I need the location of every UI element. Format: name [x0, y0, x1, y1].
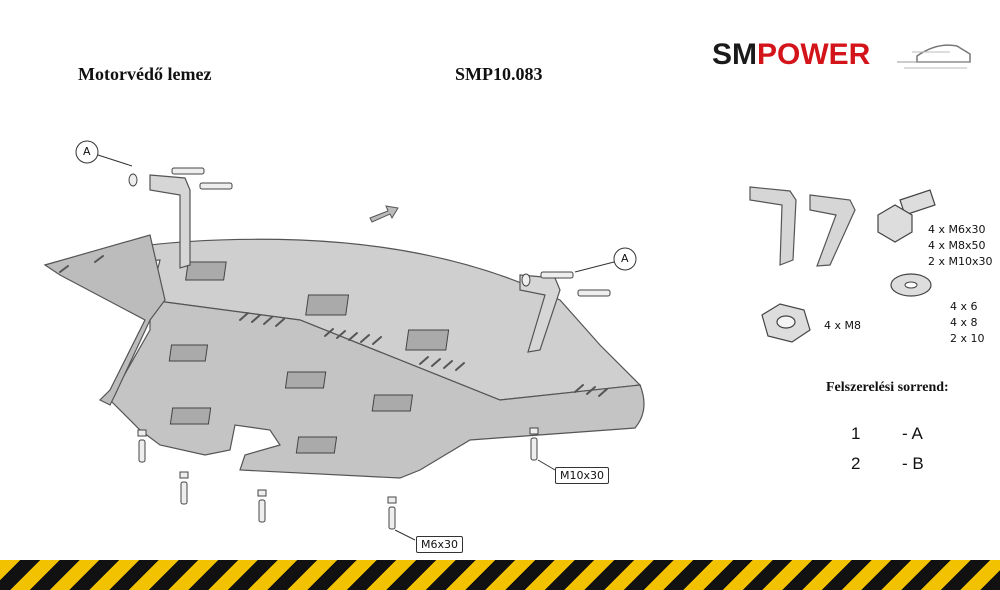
- logo-sm: SM: [712, 38, 757, 71]
- nut-icon: [761, 303, 811, 343]
- bolt-spec-3: 2 x M10x30: [928, 255, 993, 268]
- washer-spec-3: 2 x 10: [950, 332, 985, 345]
- callout-a-right: A: [621, 252, 629, 265]
- label-m10x30: M10x30: [555, 467, 609, 484]
- callout-a-left: A: [83, 145, 91, 158]
- skid-plate-front: [109, 299, 645, 479]
- step-2-number: 2: [851, 454, 861, 473]
- direction-arrow-icon: [369, 205, 399, 223]
- logo-text: SMPOWER: [712, 38, 870, 72]
- left-bracket: [149, 174, 191, 269]
- skid-plate-left-flap: [43, 234, 166, 406]
- logo-power: POWER: [757, 38, 871, 71]
- step-1-code: - A: [902, 424, 923, 443]
- skid-plate-diagram: [43, 140, 936, 541]
- bolt-spec-1: 4 x M6x30: [928, 223, 986, 236]
- spare-bracket-1: [749, 186, 797, 266]
- right-bracket: [519, 274, 561, 353]
- logo-car-icon: [897, 44, 971, 69]
- page-title-code: SMP10.083: [455, 64, 543, 84]
- bolt-spec-2: 4 x M8x50: [928, 239, 986, 252]
- washer-specs: 4 x 6 4 x 8 2 x 10: [950, 299, 985, 347]
- bolt-specs: 4 x M6x30 4 x M8x50 2 x M10x30: [928, 222, 993, 270]
- step-2-code: - B: [902, 454, 924, 473]
- smpower-logo: SMPOWER: [712, 32, 974, 80]
- washer-spec-1: 4 x 6: [950, 300, 978, 313]
- nut-spec: 4 x M8: [824, 319, 861, 332]
- hazard-stripe: [0, 560, 1000, 590]
- bolt-icon: [877, 189, 936, 243]
- label-m6x30: M6x30: [416, 536, 463, 553]
- page-title-left: Motorvédő lemez: [78, 64, 212, 84]
- spare-bracket-2: [809, 194, 856, 267]
- washer-spec-2: 4 x 8: [950, 316, 978, 329]
- sequence-title: Felszerelési sorrend:: [826, 380, 949, 395]
- step-1-number: 1: [851, 424, 861, 443]
